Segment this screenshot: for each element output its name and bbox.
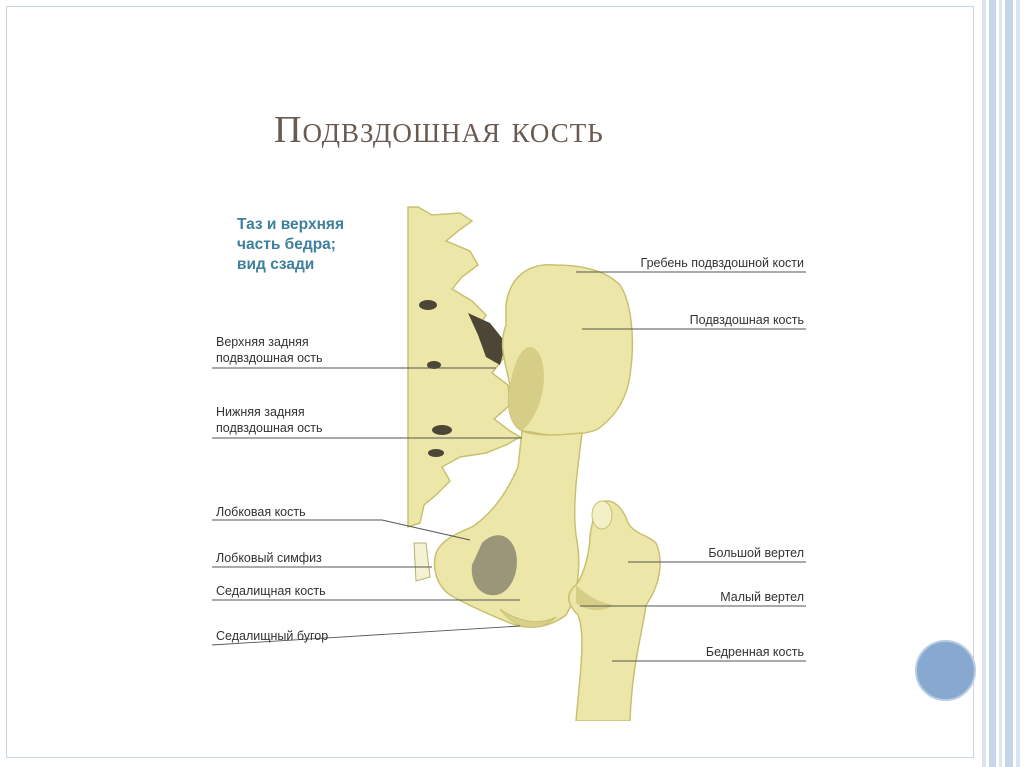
leader-line bbox=[382, 520, 470, 540]
label-posterior-superior-iliac-spine: Верхняя задняя подвздошная ость bbox=[216, 334, 323, 366]
label-greater-trochanter: Большой вертел bbox=[708, 545, 804, 561]
label-pubic-symphysis: Лобковый симфиз bbox=[216, 550, 322, 566]
label-ischium: Седалищная кость bbox=[216, 583, 326, 599]
label-line: подвздошная ость bbox=[216, 420, 323, 436]
label-lesser-trochanter: Малый вертел bbox=[720, 589, 804, 605]
decorative-circle bbox=[915, 640, 976, 701]
label-femur: Бедренная кость bbox=[706, 644, 804, 660]
label-line: Верхняя задняя bbox=[216, 334, 323, 350]
label-ilium: Подвздошная кость bbox=[690, 312, 804, 328]
label-line: Нижняя задняя bbox=[216, 404, 323, 420]
label-iliac-crest: Гребень подвздошной кости bbox=[641, 255, 805, 271]
label-posterior-inferior-iliac-spine: Нижняя задняя подвздошная ость bbox=[216, 404, 323, 436]
label-pubic-bone: Лобковая кость bbox=[216, 504, 306, 520]
label-ischial-tuberosity: Седалищный бугор bbox=[216, 628, 328, 644]
label-line: подвздошная ость bbox=[216, 350, 323, 366]
